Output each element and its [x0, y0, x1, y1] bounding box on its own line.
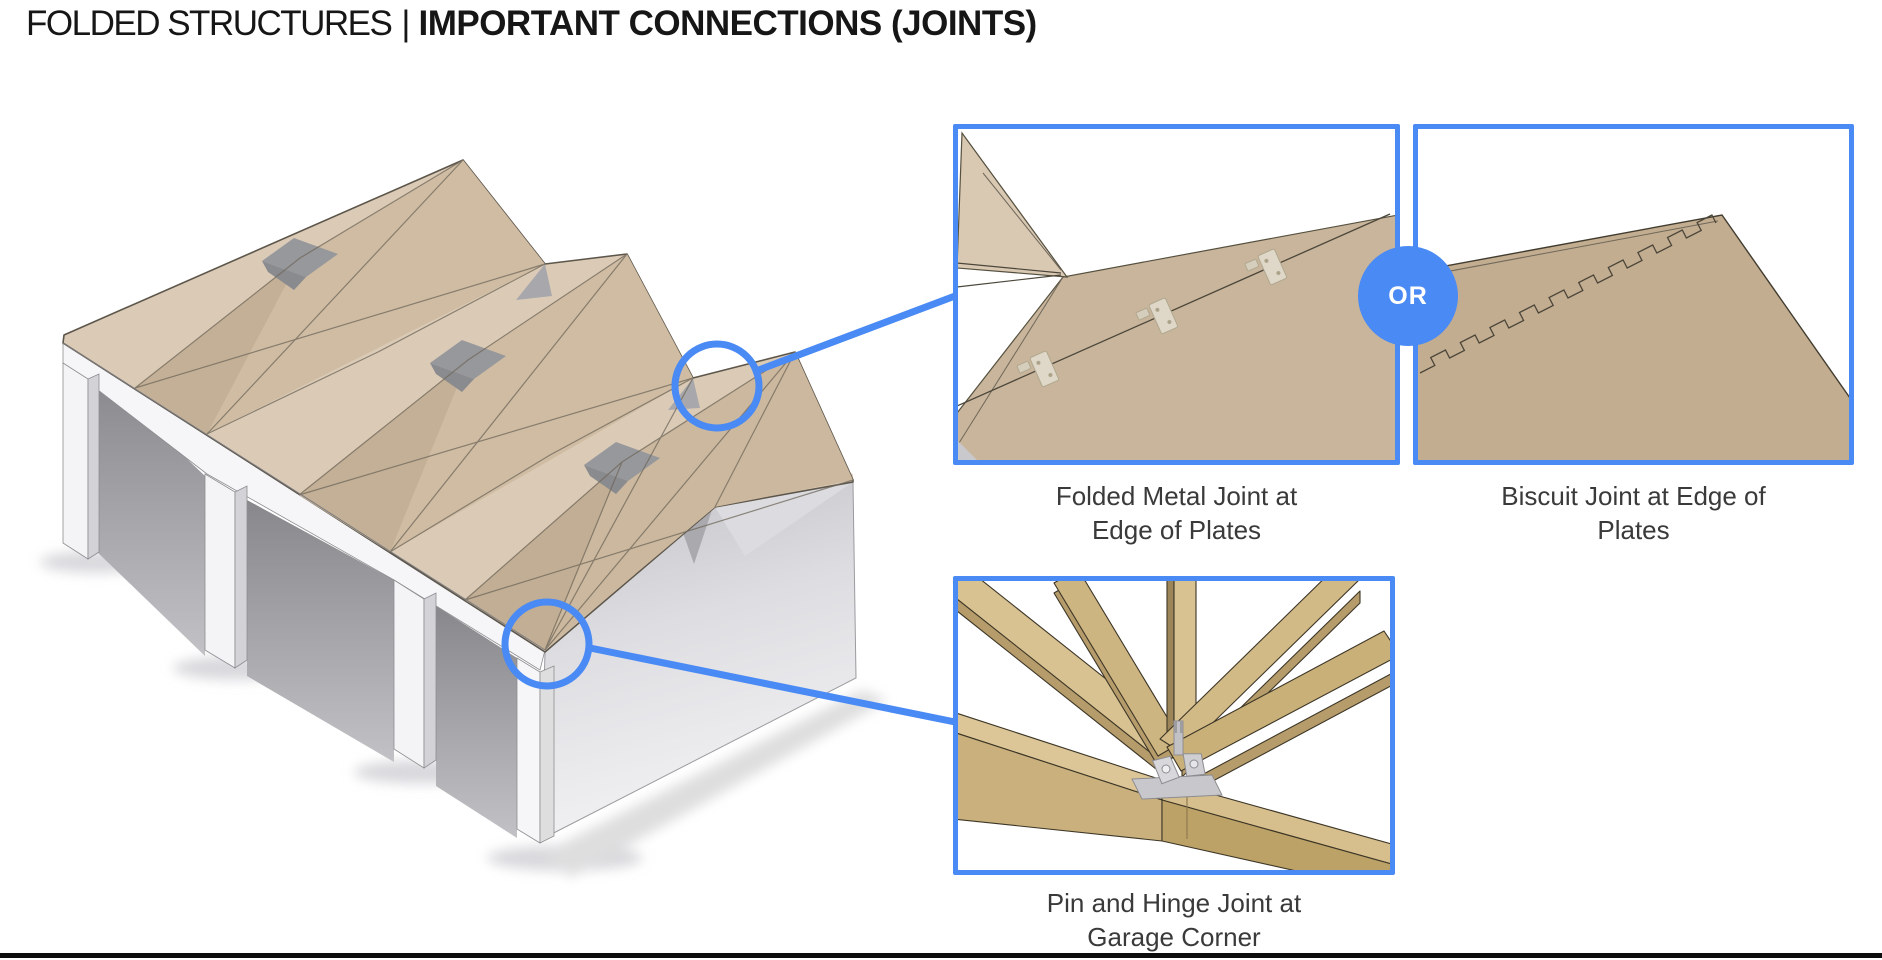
- roof-plate: [1418, 214, 1849, 460]
- base-plate: [1131, 774, 1223, 800]
- fold-lines: [134, 159, 854, 651]
- connector-line-ridge: [752, 292, 959, 375]
- title-separator: |: [401, 4, 411, 43]
- folded-metal-plates: [1016, 248, 1287, 388]
- caption-line: Plates: [1597, 515, 1670, 545]
- folded-metal-joint-illustration: [958, 131, 1395, 460]
- title-prefix: FOLDED STRUCTURES: [26, 4, 393, 43]
- caption-line: Pin and Hinge Joint at: [1046, 888, 1302, 918]
- pin-hinge-metal-joint: [1131, 720, 1223, 800]
- biscuit-zigzag-edge: [1419, 214, 1717, 374]
- valley-diamonds: [262, 238, 660, 494]
- callout-box-pin-hinge: [953, 576, 1395, 875]
- frame-openings: [93, 370, 517, 838]
- beam-upper-mid-left: [1053, 581, 1183, 757]
- or-badge: OR: [1358, 246, 1458, 346]
- connector-line-corner: [586, 644, 959, 726]
- pin: [1173, 720, 1184, 756]
- slide-bottom-edge: [0, 953, 1882, 958]
- or-label: OR: [1388, 281, 1428, 310]
- beam-right: [1166, 630, 1390, 772]
- left-frame: [62, 342, 555, 844]
- caption-line: Edge of Plates: [1091, 515, 1262, 545]
- biscuit-joint-illustration: [1418, 214, 1849, 460]
- callout-circle-corner: [501, 598, 593, 690]
- callout-box-folded-metal: [953, 124, 1400, 465]
- page-title: FOLDED STRUCTURES|IMPORTANT CONNECTIONS …: [26, 2, 1037, 46]
- ridge-fold-line: [958, 213, 1391, 407]
- caption-line: Garage Corner: [1087, 922, 1261, 952]
- pin-hinge-joint-illustration: [958, 581, 1390, 870]
- caption-line: Folded Metal Joint at: [1055, 481, 1298, 511]
- fin-plate: [958, 131, 1069, 278]
- caption-line: Biscuit Joint at Edge of: [1501, 481, 1766, 511]
- callout-circle-ridge: [671, 340, 763, 432]
- caption-biscuit: Biscuit Joint at Edge of Plates: [1413, 479, 1854, 547]
- callout-markers: [501, 292, 959, 726]
- folded-roof: [62, 159, 854, 653]
- title-emphasis: IMPORTANT CONNECTIONS (JOINTS): [418, 4, 1037, 43]
- chord-right-face: [1161, 799, 1390, 870]
- caption-pin-hinge: Pin and Hinge Joint at Garage Corner: [953, 886, 1395, 954]
- caption-folded-metal: Folded Metal Joint at Edge of Plates: [953, 479, 1400, 547]
- callout-box-biscuit: [1413, 124, 1854, 465]
